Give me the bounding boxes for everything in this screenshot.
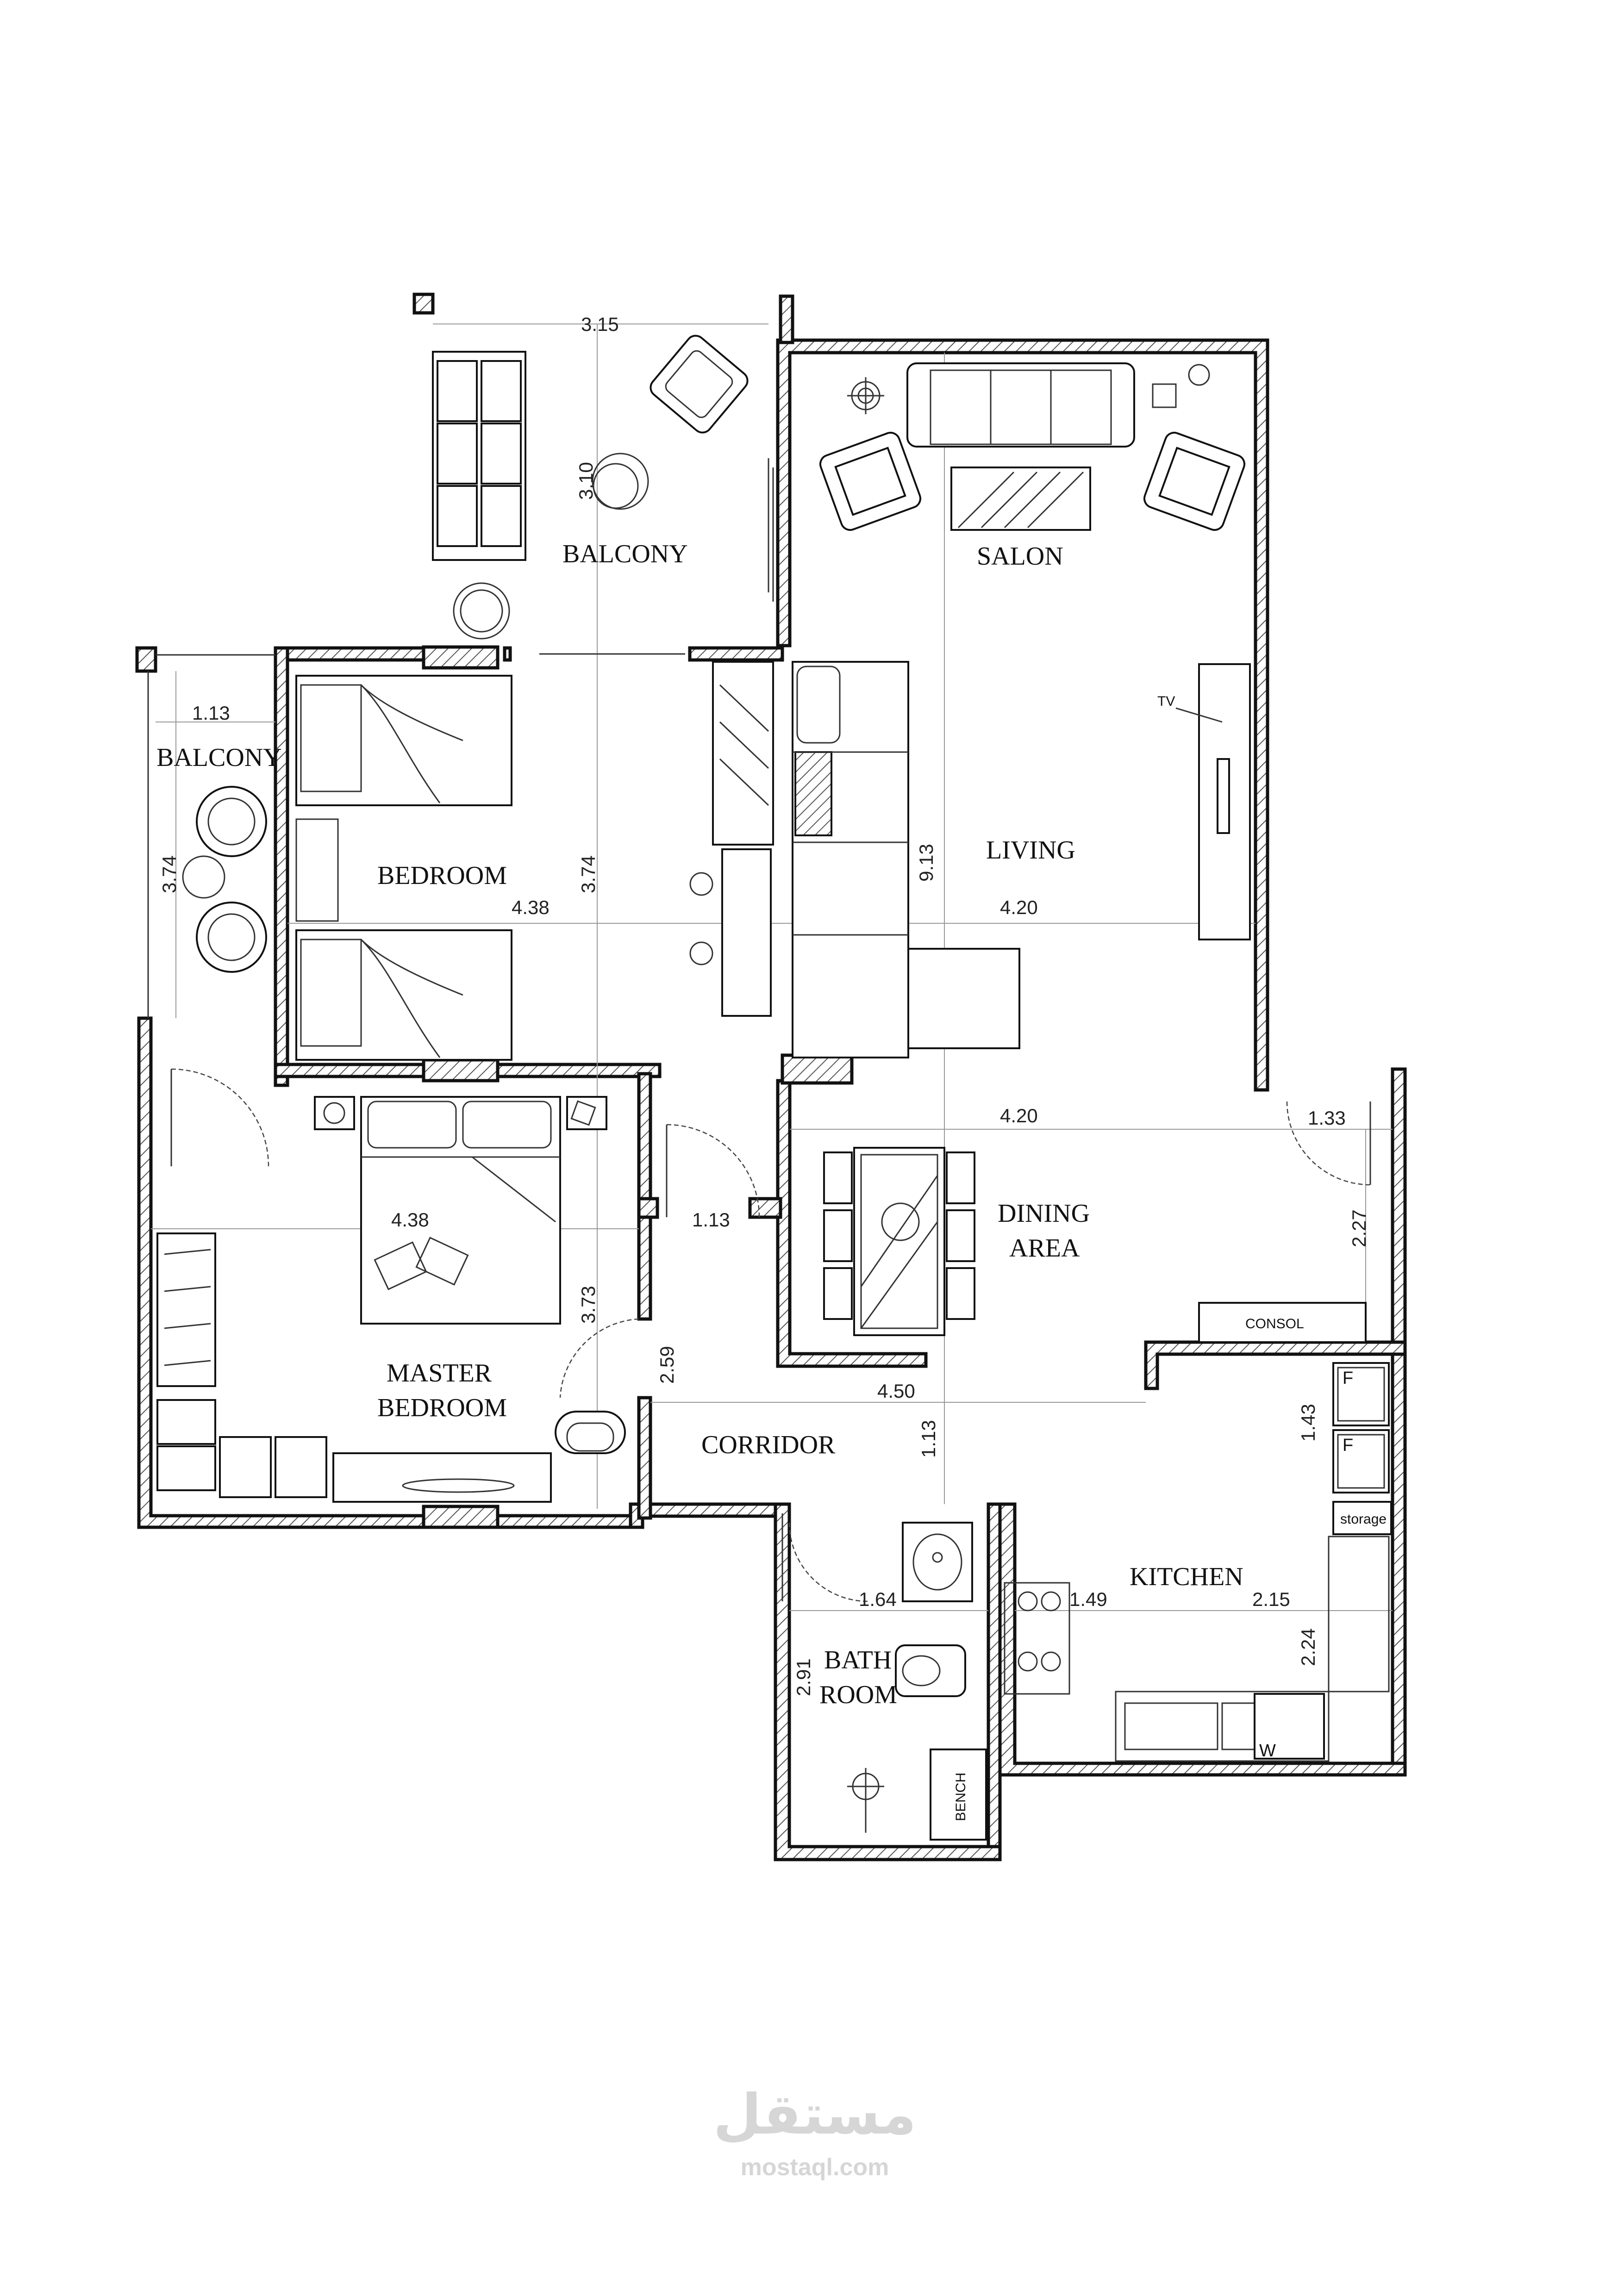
bed-top [295,675,512,806]
dim-dining-h: 2.27 [1348,1209,1370,1247]
room-balcony-top: BALCONY [562,540,688,568]
dim-balcony-top-h: 3.10 [575,462,597,500]
balcony-armchair [650,335,749,434]
fridge-1-label: F [1343,1369,1353,1388]
interior-walls [274,645,782,1529]
dim-fridge-h: 1.43 [1297,1404,1319,1442]
side-table-icon [1152,364,1210,408]
lamp-icon [847,377,884,414]
room-corridor: CORRIDOR [701,1431,836,1459]
kitchen-counter-right [1328,1536,1390,1692]
storage-unit [1332,1501,1392,1535]
master-armchair [555,1411,626,1454]
salon-coffee-table [950,467,1091,531]
dim-kitchen-h: 2.24 [1297,1628,1319,1666]
fridge-2-label: F [1343,1436,1353,1455]
dim-master-w: 4.38 [391,1209,429,1231]
kitchen-counter-bottom [1115,1691,1330,1762]
washer [1254,1693,1325,1760]
watermark-arabic: مستقل [713,2083,917,2147]
bench [930,1748,987,1841]
dim-corridor-h2: 1.13 [918,1420,939,1458]
salon-sofa [906,362,1135,448]
dimension-labels: 3.15 3.10 1.13 3.74 4.38 3.74 9.13 4.20 … [158,313,1370,1696]
watermark: مستقل mostaql.com [713,2083,917,2181]
dim-bath-w: 1.64 [859,1588,897,1610]
shower-icon [847,1768,884,1833]
washer-label: W [1259,1741,1276,1761]
room-bath-line1: BATH [824,1646,892,1674]
balcony-chair-bottom [196,902,267,973]
doors [147,458,1371,1602]
room-labels: BALCONY SALON BALCONY BEDROOM LIVING DIN… [156,540,1243,1709]
fridge-1 [1332,1362,1390,1426]
master-wardrobe [156,1232,327,1498]
dining-table [853,1147,945,1336]
phone-icon [566,1096,607,1130]
dim-bedroom-w: 4.38 [512,896,550,918]
console-table [1198,1302,1367,1343]
room-salon: SALON [977,542,1063,571]
dim-living-h: 9.13 [915,844,937,882]
consol-label: CONSOL [1245,1316,1304,1332]
salon-armchair-right [1143,431,1246,531]
room-dining-line1: DINING [998,1199,1090,1228]
dim-master-door: 1.13 [692,1209,730,1231]
nightstand-left [314,1096,355,1130]
tv-icon [1217,758,1230,834]
dim-balcony-left-h: 3.74 [158,855,180,893]
room-dining-line2: AREA [1009,1234,1080,1263]
dim-bedroom-h: 3.74 [577,855,599,893]
bed-bottom [295,929,512,1061]
stove-icon [1018,1591,1061,1672]
furniture [156,335,1392,1841]
dim-master-h: 3.73 [577,1286,599,1324]
kitchen-counter-left [1004,1582,1070,1695]
toilet-icon [895,1644,966,1697]
room-bath-line2: ROOM [819,1680,897,1709]
room-balcony-left: BALCONY [156,743,282,772]
room-living: LIVING [986,836,1075,865]
dim-living-w: 4.20 [1000,896,1038,918]
living-sofa [792,661,1020,1058]
balcony-chair-top [196,786,267,857]
room-master-line2: BEDROOM [377,1394,507,1422]
dim-kitchen-w1: 1.49 [1069,1588,1107,1610]
dim-dining-w: 4.20 [1000,1105,1038,1126]
dim-corridor-h: 2.59 [656,1346,678,1384]
dim-balcony-top-w: 3.15 [581,313,619,335]
room-kitchen: KITCHEN [1130,1562,1243,1591]
tv-label: TV [1157,694,1175,709]
dim-dining-entry: 1.33 [1308,1107,1346,1129]
watermark-latin: mostaql.com [741,2154,889,2181]
storage-label: storage [1340,1512,1387,1527]
dim-kitchen-w2: 2.15 [1252,1588,1290,1610]
washbasin-icon [902,1522,973,1602]
fixture-labels: TV CONSOL storage BENCH F F W [953,694,1387,1821]
room-bedroom: BEDROOM [377,861,507,890]
bedroom-desk [689,848,772,1017]
salon-armchair-left [819,431,922,531]
dim-corridor-w: 4.50 [877,1380,915,1402]
exterior-walls [135,292,1407,1861]
room-master-line1: MASTER [387,1359,492,1388]
balcony-sofa [432,351,526,561]
bench-label: BENCH [953,1773,968,1821]
bedroom-wardrobe [712,661,774,846]
dim-bath-h: 2.91 [793,1658,814,1696]
dim-balcony-left-w: 1.13 [192,702,230,724]
master-dresser [332,1452,552,1503]
fridge-2 [1332,1429,1390,1493]
dining-chairs [823,1151,975,1320]
master-bed [360,1096,561,1325]
